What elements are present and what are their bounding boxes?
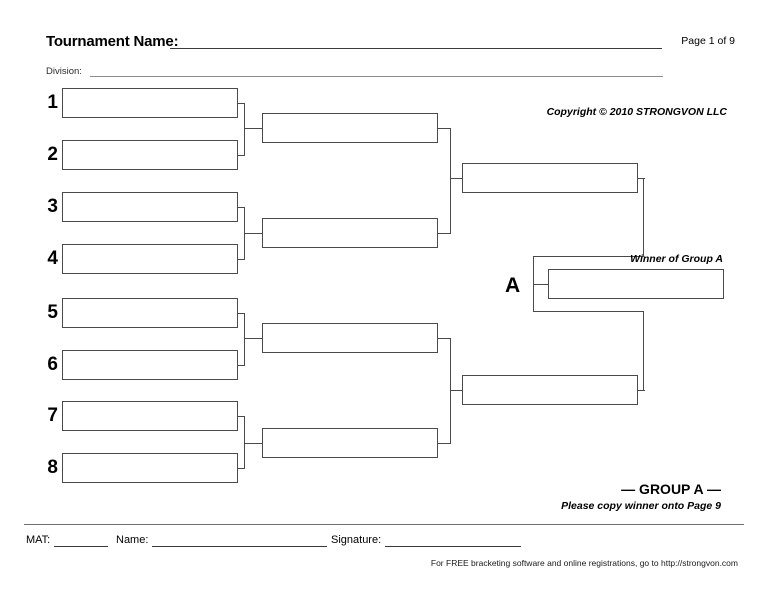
tournament-name-label: Tournament Name: (46, 33, 179, 50)
mat-input-line[interactable] (54, 546, 108, 547)
round1-slot-1[interactable] (62, 88, 238, 118)
division-input-line[interactable] (90, 76, 663, 77)
name-label: Name: (116, 534, 149, 546)
group-title: — GROUP A — (621, 481, 721, 497)
connector-spine-r1-pair1 (244, 103, 245, 155)
round2-slot-3[interactable] (262, 323, 438, 353)
connector-drop-r3-slot2 (643, 312, 644, 391)
round1-slot-7[interactable] (62, 401, 238, 431)
seed-number-3: 3 (47, 196, 58, 217)
winner-caption: Winner of Group A (630, 253, 723, 265)
connector-r1-slot8 (238, 468, 245, 469)
connector-stub-r2-slot2 (244, 233, 262, 234)
connector-spine-r1-pair3 (244, 313, 245, 365)
seed-number-6: 6 (47, 354, 58, 375)
connector-stub-r2-slot4 (244, 443, 262, 444)
connector-r3-slot2 (637, 390, 645, 391)
connector-r1-slot5 (238, 313, 245, 314)
connector-r2-slot1 (438, 128, 451, 129)
division-label: Division: (46, 66, 82, 77)
connector-spine-r2-pair1 (450, 128, 451, 233)
seed-number-1: 1 (47, 92, 58, 113)
seed-number-4: 4 (47, 248, 58, 269)
round1-slot-6[interactable] (62, 350, 238, 380)
round1-slot-2[interactable] (62, 140, 238, 170)
connector-r1-slot1 (238, 103, 245, 104)
connector-stub-r3-slot1 (450, 178, 463, 179)
group-note: Please copy winner onto Page 9 (561, 500, 721, 512)
mat-label: MAT: (26, 534, 51, 546)
round2-slot-1[interactable] (262, 113, 438, 143)
connector-r2-slot3 (438, 338, 451, 339)
seed-number-8: 8 (47, 457, 58, 478)
connector-r1-slot3 (238, 207, 245, 208)
connector-stub-r2-slot1 (244, 128, 262, 129)
connector-r1-slot4 (238, 259, 245, 260)
connector-r1-slot7 (238, 416, 245, 417)
round1-slot-4[interactable] (62, 244, 238, 274)
seed-number-5: 5 (47, 302, 58, 323)
seed-number-7: 7 (47, 405, 58, 426)
round2-slot-2[interactable] (262, 218, 438, 248)
connector-spine-r1-pair4 (244, 416, 245, 468)
connector-stub-final (533, 284, 549, 285)
connector-r3-slot1 (637, 178, 645, 179)
connector-return-r3-slot2 (533, 311, 644, 312)
seed-number-2: 2 (47, 144, 58, 165)
copyright-notice: Copyright © 2010 STRONGVON LLC (546, 106, 727, 118)
connector-stub-r3-slot2 (450, 390, 463, 391)
signature-input-line[interactable] (385, 546, 521, 547)
name-input-line[interactable] (152, 546, 327, 547)
footer-divider (24, 524, 744, 525)
connector-stub-r2-slot3 (244, 338, 262, 339)
connector-r2-slot2 (438, 233, 451, 234)
tournament-name-input-line[interactable] (170, 48, 662, 49)
round3-slot-2[interactable] (462, 375, 638, 405)
round1-slot-5[interactable] (62, 298, 238, 328)
round1-slot-8[interactable] (62, 453, 238, 483)
connector-r1-slot2 (238, 155, 245, 156)
round1-slot-3[interactable] (62, 192, 238, 222)
round3-slot-1[interactable] (462, 163, 638, 193)
connector-drop-r3-slot1 (643, 178, 644, 257)
connector-return-r3-slot1 (533, 256, 644, 257)
signature-label: Signature: (331, 534, 382, 546)
connector-r1-slot6 (238, 365, 245, 366)
round2-slot-4[interactable] (262, 428, 438, 458)
footer-url-line: For FREE bracketing software and online … (430, 558, 738, 568)
group-letter: A (505, 274, 521, 297)
connector-r2-slot4 (438, 443, 451, 444)
page-indicator: Page 1 of 9 (681, 35, 735, 47)
winner-slot[interactable] (548, 269, 724, 299)
